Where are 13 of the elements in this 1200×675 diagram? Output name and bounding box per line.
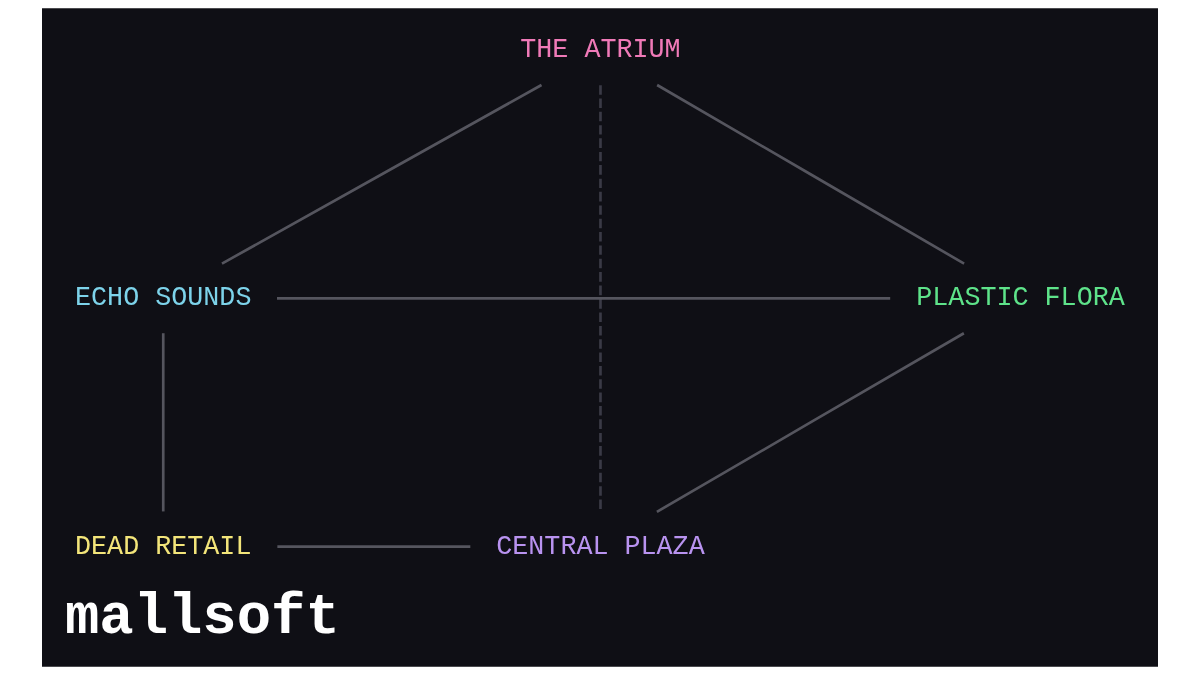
- node-text: PLASTIC FLORA: [916, 283, 1125, 314]
- connector: [277, 297, 891, 300]
- node-text: THE ATRIUM: [520, 35, 681, 66]
- node-text: CENTRAL PLAZA: [496, 531, 705, 562]
- node-text: ECHO SOUNDS: [75, 283, 252, 314]
- node-text: DEAD RETAIL: [75, 531, 252, 562]
- connector: [656, 332, 965, 513]
- connector: [161, 333, 165, 512]
- diagram-title: mallsoft: [64, 584, 340, 650]
- connector: [221, 83, 543, 265]
- connector: [599, 85, 602, 512]
- connector: [656, 83, 965, 265]
- connector: [277, 545, 471, 548]
